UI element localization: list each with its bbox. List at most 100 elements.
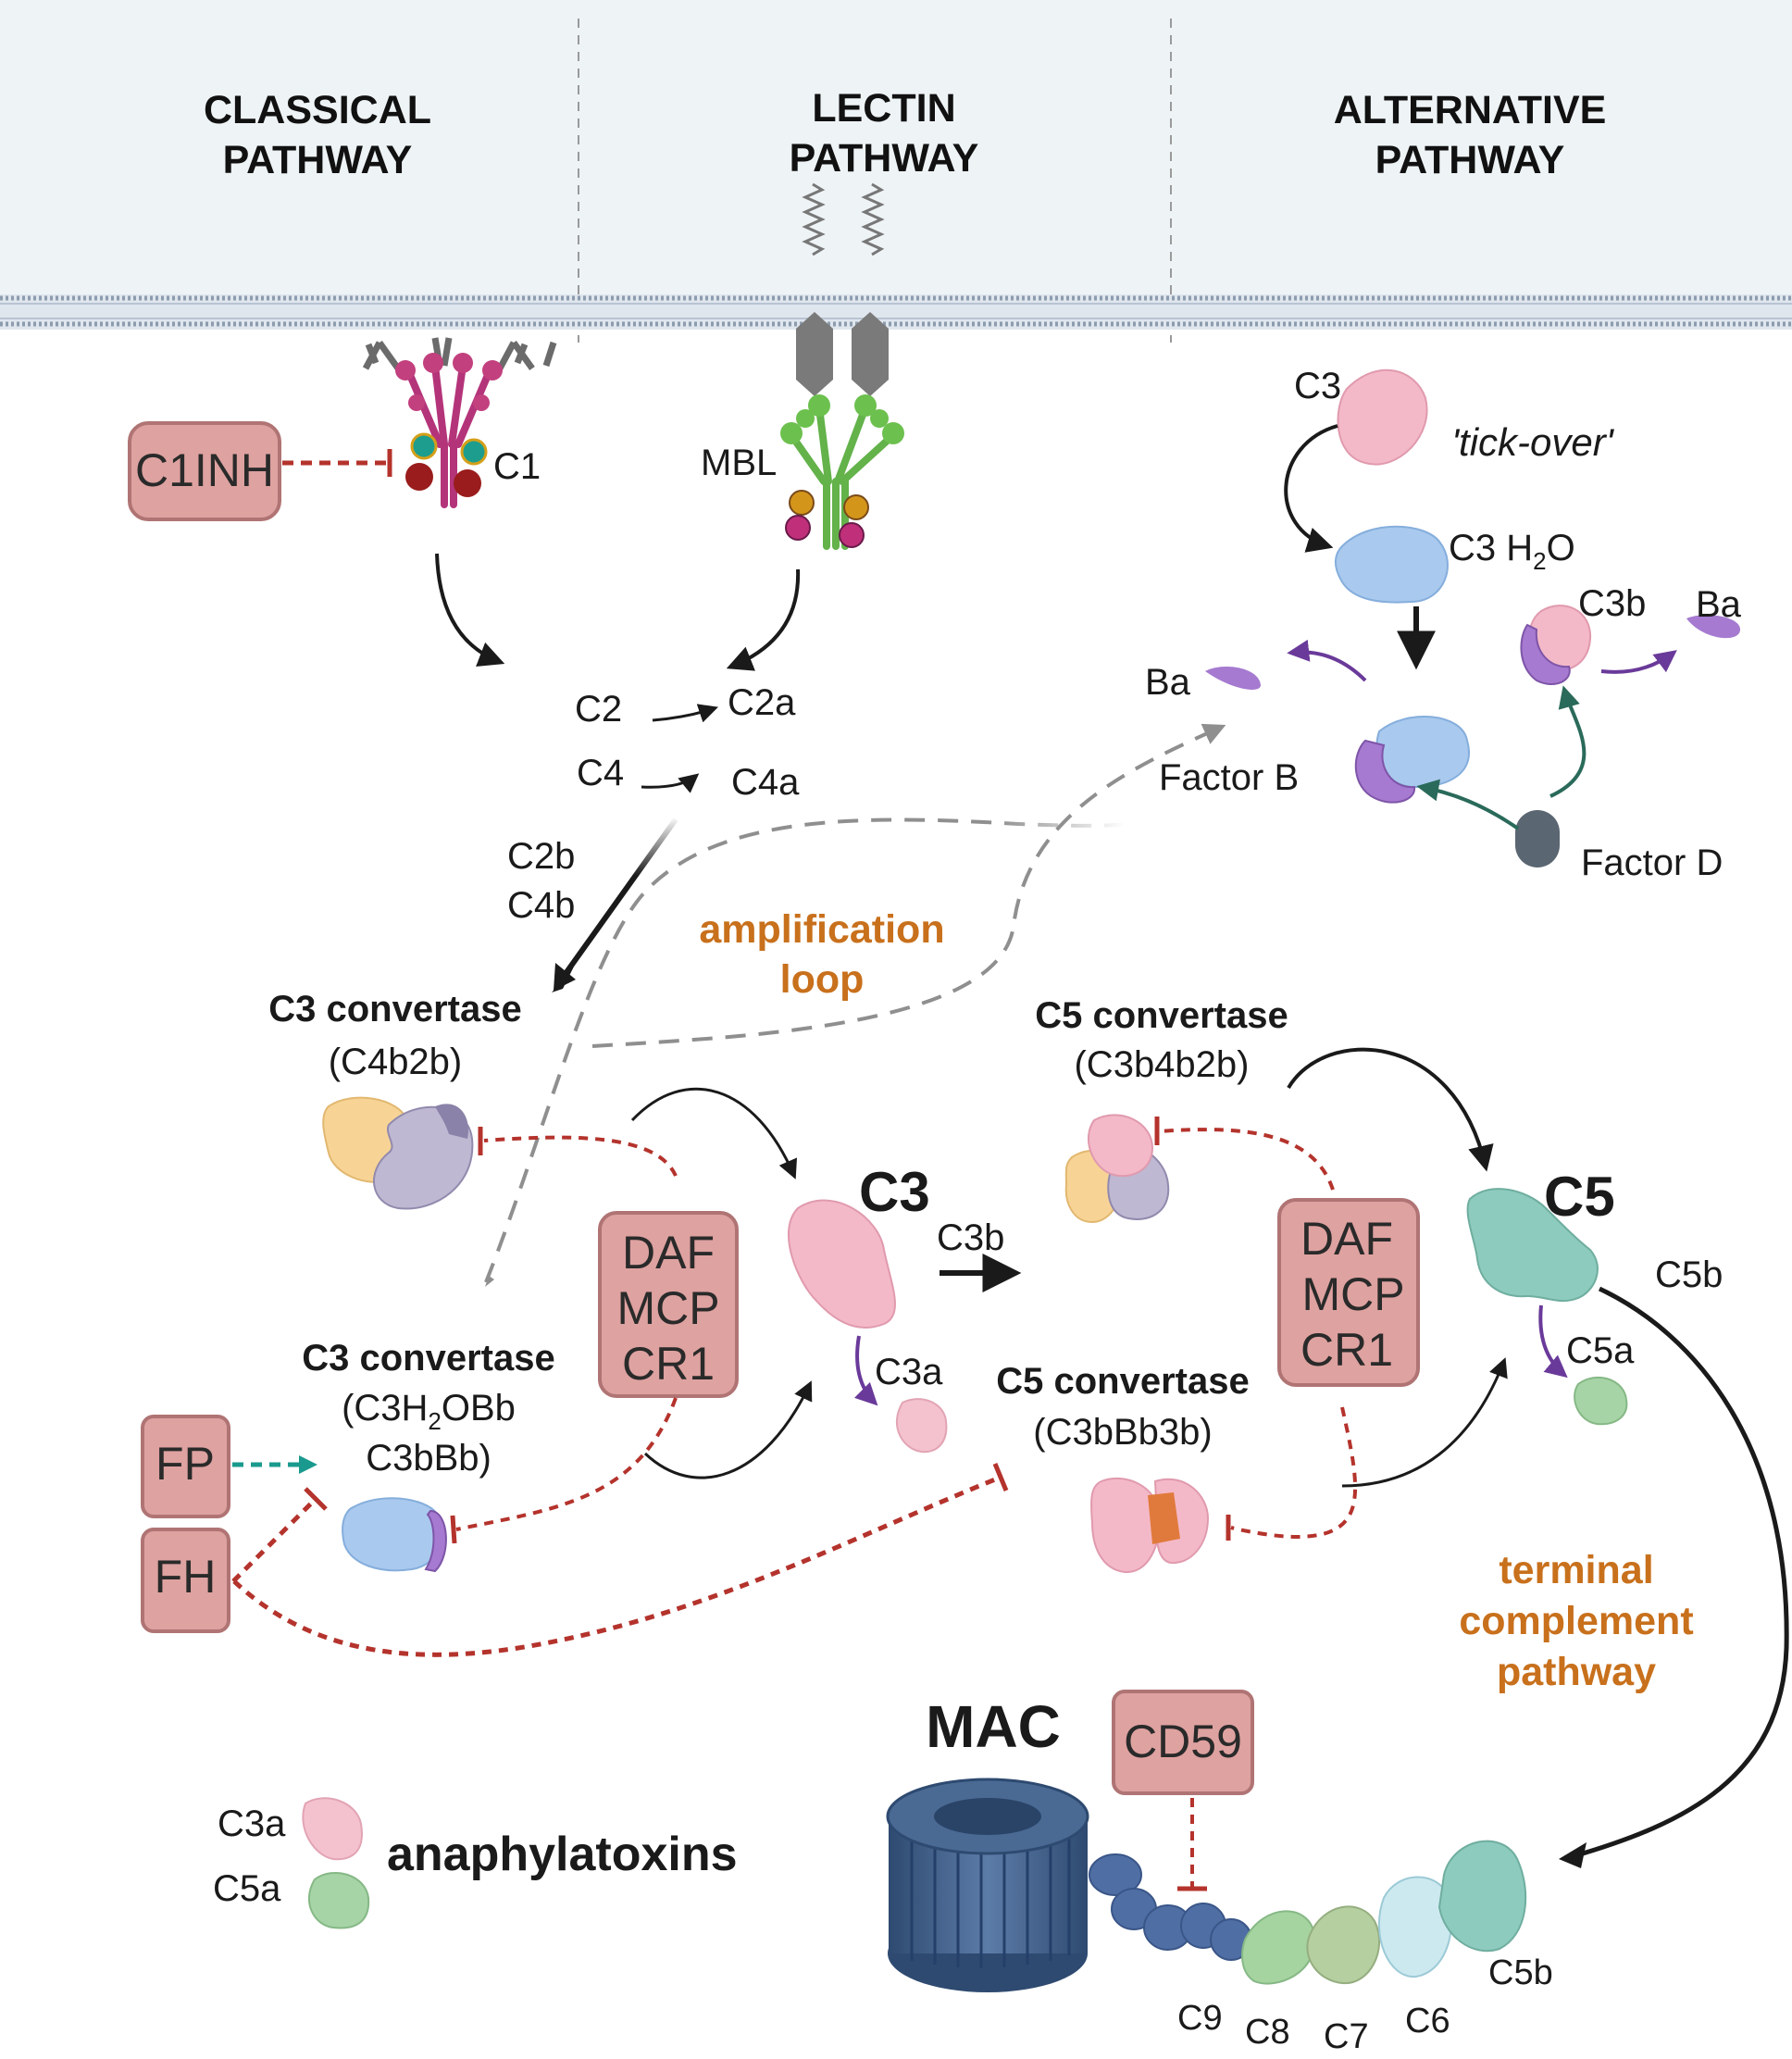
header-lectin-line2: PATHWAY [790,136,979,181]
c3b-alt-label: C3b [1578,583,1646,624]
ba-left-label: Ba [1145,662,1191,703]
legend-c5a-label: C5a [213,1868,281,1909]
factor-d-to-b-arrow [1416,779,1520,830]
c3-convertase-alt-sub2: C3bBb) [366,1438,492,1479]
c8-icon [1241,1910,1316,1985]
mac-pore-icon [886,1778,1089,1992]
daf-mcp-cr1-left-box: DAF MCP CR1 [598,1211,739,1398]
terminal-pathway-arrowhead [1559,1842,1587,1868]
c2b-c4b-arrowhead-fill [554,963,576,991]
c3h2o-protein-icon [1335,525,1449,604]
header-classical-line1: CLASSICAL [204,88,431,132]
header-classical-line2: PATHWAY [223,138,413,182]
daf-left-to-c3bbb-inhibition [450,1397,678,1544]
c3bbb-complex-icon [342,1497,447,1573]
c1-label: C1 [493,446,541,487]
daf-left-line3: CR1 [622,1338,715,1390]
legend-c3a-label: C3a [218,1803,286,1844]
c4a-label: C4a [731,762,800,803]
factor-d-to-c3b-arrow [1549,685,1587,798]
c3-convertase-classical-sub: (C4b2b) [329,1042,463,1082]
terminal-label-line2: complement [1459,1599,1693,1643]
c5b-central-label: C5b [1655,1254,1723,1295]
daf-left-line1: DAF [622,1227,715,1279]
c2b-label: C2b [507,836,575,877]
c2-cleavage-arrow [652,704,718,723]
mbl-icon [780,182,904,550]
factor-d-icon [1515,810,1560,867]
alt-convertase-to-c3-arrow [643,1380,813,1479]
alt-c3-label: C3 [1294,366,1341,406]
ba-right-release-arrow [1600,650,1677,674]
cd59-inhibition-line [1177,1798,1207,1891]
c2a-label: C2a [728,682,796,723]
c3a-central-icon [896,1398,948,1454]
c8-label: C8 [1245,2013,1290,2052]
c6-icon [1377,1876,1453,1978]
cd59-box: CD59 [1112,1690,1254,1795]
c4b-label: C4b [507,885,575,926]
c5-central-icon [1466,1188,1599,1303]
fp-label: FP [156,1438,215,1490]
terminal-pathway-arrow [1573,1286,1789,1859]
mbl-label: MBL [701,443,777,483]
c4-label: C4 [577,753,624,793]
fh-to-c5-convertase-inhibition [232,1463,1009,1657]
c5b-mac-label: C5b [1488,1953,1553,1992]
c5-convertase-alt-title: C5 convertase [996,1361,1249,1402]
fh-label: FH [155,1551,217,1603]
mbl-to-cleavage-arrow [726,568,801,671]
c3b4b2b-complex-icon [1064,1114,1170,1224]
c7-label: C7 [1324,2017,1369,2056]
c1inh-label: C1INH [135,444,274,496]
daf-left-to-c4b2b-inhibition [478,1127,678,1177]
c4-cleavage-arrow [641,773,700,793]
ba-left-release-arrow [1287,639,1367,682]
c3h2o-label: C3 H2O [1449,528,1575,575]
c5a-central-label: C5a [1566,1330,1635,1371]
c3-central-icon [788,1199,896,1329]
amplification-path-right [591,723,1226,1048]
legend-c3a-icon [302,1797,363,1861]
c3-convertase-to-c3-arrow [630,1087,797,1179]
c2b-c4b-arrow [557,817,678,983]
amplification-label-line2: loop [780,957,865,1002]
c1inh-box: C1INH [128,421,281,521]
header-alternative-line1: ALTERNATIVE [1334,88,1607,132]
c5-convertase-classical-sub: (C3b4b2b) [1074,1044,1249,1085]
fp-box: FP [141,1415,230,1518]
tick-over-label: 'tick-over' [1451,420,1615,464]
c5-convertase-classical-title: C5 convertase [1035,995,1288,1036]
c3-central-label: C3 [859,1161,930,1223]
c5a-central-icon [1574,1376,1628,1426]
factor-b-label: Factor B [1159,757,1299,798]
factor-b-small-icon [1520,623,1571,685]
c9-label: C9 [1177,1999,1223,2038]
tick-over-arrow [1284,424,1338,553]
terminal-label-line1: terminal [1499,1548,1653,1592]
fh-to-c3bbb-inhibition [231,1487,328,1583]
amplification-path-left [484,817,1126,1283]
terminal-label-line3: pathway [1497,1650,1656,1694]
daf-left-line2: MCP [616,1282,719,1334]
c5a-release-arrow [1538,1304,1568,1379]
factor-d-label: Factor D [1581,842,1723,883]
c3-convertase-alt-title: C3 convertase [302,1338,554,1379]
c7-icon [1306,1905,1380,1985]
c3a-release-arrow [853,1335,878,1406]
c4b2b-complex-icon [322,1096,474,1210]
c3a-central-label: C3a [875,1352,943,1392]
mac-title: MAC [926,1693,1061,1760]
c1-to-cleavage-arrow [435,553,505,668]
ba-right-label: Ba [1696,584,1742,625]
amplification-arrowhead-down [485,1276,494,1287]
daf-right-to-c3bbb3b-inhibition [1226,1406,1358,1541]
c5-convertase-alt-sub: (C3bBb3b) [1033,1412,1212,1453]
header-background [0,0,1792,301]
header-lectin-line1: LECTIN [812,86,955,131]
alt-c5-convertase-to-c5-arrow [1341,1357,1508,1488]
c6-label: C6 [1405,2002,1450,2040]
header-alternative-line2: PATHWAY [1375,138,1565,182]
